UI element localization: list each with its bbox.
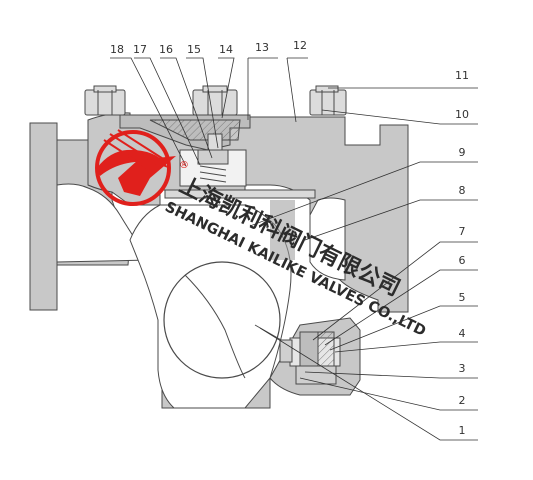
callout-numbers: 18 17 16 15 14 13 12 11 10 9 8 7 6 5 4 3… xyxy=(110,39,469,437)
leader-14 xyxy=(218,57,235,119)
left-flange xyxy=(29,122,58,311)
company-logo: ® xyxy=(95,129,189,206)
callout-1: 1 xyxy=(459,424,466,437)
leader-8 xyxy=(304,199,478,241)
callout-8: 8 xyxy=(459,184,466,197)
spring-element xyxy=(179,133,247,187)
leader-lines xyxy=(110,57,478,441)
nut-right xyxy=(309,89,347,116)
leader-18 xyxy=(110,57,187,167)
callout-14: 14 xyxy=(219,43,233,56)
leader-7 xyxy=(312,241,478,341)
leader-16 xyxy=(160,57,213,159)
callout-17: 17 xyxy=(133,43,147,56)
callout-11: 11 xyxy=(455,69,469,82)
callout-16: 16 xyxy=(159,43,173,56)
callout-10: 10 xyxy=(455,108,469,121)
registered-mark: ® xyxy=(179,160,189,171)
callout-5: 5 xyxy=(459,291,466,304)
callout-6: 6 xyxy=(459,254,466,267)
callout-13: 13 xyxy=(255,41,269,54)
nut-left xyxy=(84,89,126,116)
callout-15: 15 xyxy=(187,43,201,56)
leader-6 xyxy=(324,269,478,346)
callout-4: 4 xyxy=(459,327,466,340)
callout-7: 7 xyxy=(459,225,466,238)
leader-3 xyxy=(304,371,478,379)
leader-5 xyxy=(329,305,478,351)
callout-2: 2 xyxy=(459,394,466,407)
leader-1 xyxy=(259,327,478,441)
float-ball xyxy=(163,261,281,379)
callout-12: 12 xyxy=(293,39,307,52)
leader-10 xyxy=(321,109,478,125)
nut-center xyxy=(192,89,238,116)
leader-2 xyxy=(299,377,478,411)
leader-13 xyxy=(247,57,278,120)
callout-3: 3 xyxy=(459,362,466,375)
bolts xyxy=(84,85,347,116)
callout-18: 18 xyxy=(110,43,124,56)
leader-12 xyxy=(286,57,308,123)
leader-4 xyxy=(334,341,478,353)
callout-9: 9 xyxy=(459,146,466,159)
leader-9 xyxy=(249,161,478,227)
leader-17 xyxy=(134,57,201,166)
leader-15 xyxy=(186,57,219,149)
